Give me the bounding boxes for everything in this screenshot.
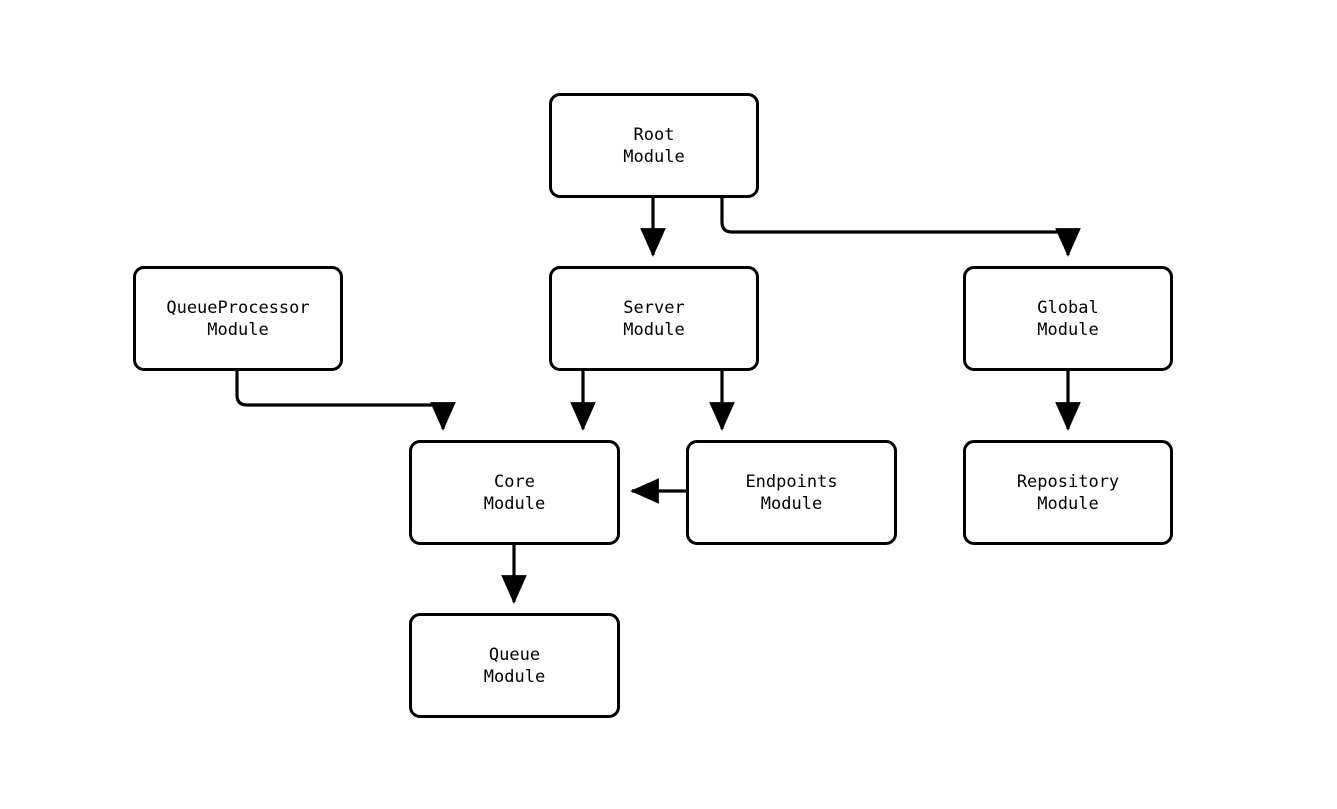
node-server-module[interactable]: Server Module: [549, 266, 759, 371]
node-endpoints-module-label: Endpoints Module: [745, 471, 838, 514]
node-queue-module-label: Queue Module: [483, 644, 546, 687]
edge-root-to-global: [720, 198, 1081, 257]
edge-queueprocessor-to-core: [235, 371, 456, 431]
node-core-module-label: Core Module: [483, 471, 546, 514]
node-root-module-label: Root Module: [623, 124, 685, 167]
node-repository-module-label: Repository Module: [1016, 471, 1120, 514]
node-global-module-label: Global Module: [1037, 297, 1099, 340]
node-root-module[interactable]: Root Module: [549, 93, 759, 198]
node-queue-module[interactable]: Queue Module: [409, 613, 620, 718]
node-endpoints-module[interactable]: Endpoints Module: [686, 440, 897, 545]
node-queueprocessor-module[interactable]: QueueProcessor Module: [133, 266, 343, 371]
node-core-module[interactable]: Core Module: [409, 440, 620, 545]
node-queueprocessor-module-label: QueueProcessor Module: [166, 297, 310, 340]
node-server-module-label: Server Module: [623, 297, 685, 340]
node-repository-module[interactable]: Repository Module: [963, 440, 1173, 545]
node-global-module[interactable]: Global Module: [963, 266, 1173, 371]
